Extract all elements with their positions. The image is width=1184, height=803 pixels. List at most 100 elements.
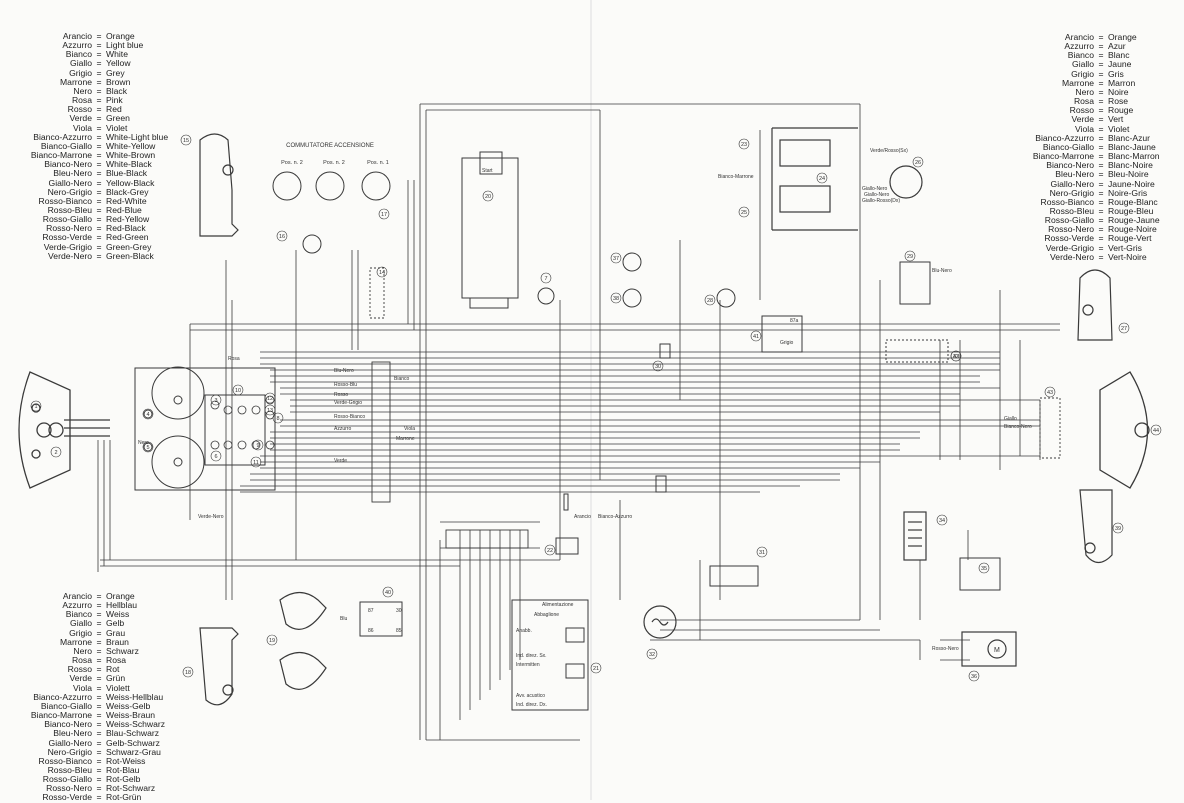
legend-row: Nero-Grigio=Schwarz-Grau	[4, 747, 165, 757]
legend-row: Rosso=Red	[4, 105, 168, 114]
legend-translation: Red-White	[106, 195, 147, 206]
legend-equals: =	[96, 95, 102, 106]
legend-row: Rosa=Rosa	[4, 655, 165, 665]
component-number-circle	[1112, 522, 1124, 534]
component-number-circle	[652, 360, 664, 372]
component-number: 36	[971, 674, 977, 680]
component-number: 38	[613, 296, 619, 302]
legend-equals: =	[1098, 251, 1104, 262]
legend-italian: Rosso-Bleu	[1049, 205, 1094, 216]
legend-translation: Bleu-Noire	[1108, 169, 1149, 180]
legend-italian: Bianco-Marrone	[30, 150, 92, 161]
component-number: 6	[214, 454, 217, 460]
legend-row: Rosso-Nero=Red-Black	[4, 224, 168, 233]
legend-italian: Verde	[69, 113, 92, 124]
legend-equals: =	[96, 774, 102, 785]
legend-row: Rosso=Rot	[4, 665, 165, 674]
misc-label: M	[994, 647, 1000, 654]
legend-translation: Brown	[106, 76, 131, 87]
legend-equals: =	[96, 140, 102, 151]
legend-equals: =	[1098, 160, 1104, 171]
flasher-unit	[511, 599, 589, 711]
legend-translation: Red-Yellow	[106, 214, 150, 225]
component-number: 7	[544, 276, 547, 282]
legend-translation: Red-Blue	[106, 204, 142, 215]
wire-label: Rosso-Blu	[334, 382, 357, 388]
legend-translation: Rouge	[1108, 105, 1134, 116]
legend-italian: Rosa	[1073, 96, 1094, 107]
starter-relay	[959, 557, 1001, 591]
legend-translation: Orange	[106, 31, 135, 41]
legend-row: Bianco-Giallo=Weiss-Gelb	[4, 701, 165, 711]
component-number: 22	[547, 548, 553, 554]
legend-translation: Vert-Noire	[1108, 251, 1147, 262]
legend-translation: White-Black	[106, 159, 152, 170]
legend-equals: =	[96, 636, 102, 647]
legend-equals: =	[96, 719, 102, 730]
battery	[903, 511, 927, 561]
legend-translation: Jaune	[1108, 59, 1132, 70]
legend-row: Verde-Nero=Green-Black	[4, 251, 168, 261]
wire-label: Rosso	[334, 392, 348, 398]
legend-italian: Bianco	[65, 49, 92, 60]
legend-row: Nero=Black	[4, 86, 168, 96]
legend-translation: Grün	[106, 673, 126, 684]
legend-translation: Rouge-Vert	[1108, 233, 1152, 244]
legend-row: Bianco-Nero=Weiss-Schwarz	[4, 720, 165, 729]
legend-italian: Bleu-Nero	[53, 728, 92, 739]
misc-label: 30	[396, 608, 402, 614]
legend-row: Bleu-Nero=Bleu-Noire	[1006, 170, 1160, 179]
legend-equals: =	[96, 728, 102, 739]
legend-equals: =	[1098, 233, 1104, 244]
legend-equals: =	[96, 755, 102, 766]
legend-row: Giallo-Nero=Gelb-Schwarz	[4, 738, 165, 748]
legend-row: Giallo=Gelb	[4, 619, 165, 628]
relay-label: Alimentazione	[542, 602, 574, 608]
component-number-circle	[1118, 322, 1130, 334]
legend-translation: Weiss-Schwarz	[106, 719, 166, 730]
legend-row: Rosa=Pink	[4, 95, 168, 106]
component-number-circle	[978, 562, 990, 574]
misc-label: 87	[368, 608, 374, 614]
component-number: 26	[915, 160, 921, 166]
component-number: 11	[253, 460, 259, 466]
legend-translation: Pink	[106, 95, 123, 106]
legend-translation: Rose	[1108, 96, 1129, 107]
legend-translation: Rot-Gelb	[106, 774, 141, 785]
legend-italian: Bleu-Nero	[53, 168, 92, 179]
component-number: 25	[741, 210, 747, 216]
legend-row: Verde=Green	[4, 114, 168, 123]
component-number: 4	[146, 412, 149, 418]
component-number: 1	[34, 404, 37, 410]
legend-equals: =	[1098, 105, 1104, 116]
legend-translation: Blanc	[1108, 50, 1130, 61]
legend-translation: Weiss	[106, 609, 130, 620]
legend-translation: Marron	[1108, 77, 1136, 88]
legend-row: Rosso-Bleu=Rot-Blau	[4, 765, 165, 775]
legend-translation: Violet	[1108, 123, 1130, 134]
legend-row: Giallo=Yellow	[4, 59, 168, 68]
component-number: 12	[267, 396, 273, 402]
legend-translation: Green-Grey	[106, 241, 152, 252]
component-number-circle	[540, 272, 552, 284]
legend-equals: =	[96, 122, 102, 133]
legend-italian: Azzurro	[62, 40, 92, 51]
legend-row: Verde=Grün	[4, 674, 165, 683]
legend-equals: =	[1098, 215, 1104, 226]
legend-italian: Rosso-Bianco	[1040, 196, 1095, 207]
wire-label: Giallo	[1004, 416, 1017, 422]
legend-italian: Rosso	[67, 664, 92, 675]
legend-translation: Weiss-Braun	[106, 710, 156, 721]
legend-translation: Green	[106, 113, 130, 124]
legend-row: Bianco-Marrone=White-Brown	[4, 150, 168, 161]
component-number-circle	[210, 450, 222, 462]
legend-translation: Rouge-Blanc	[1108, 196, 1158, 207]
misc-label: Verde/Rosso(Sx)	[870, 148, 908, 154]
legend-translation: Schwarz	[106, 645, 139, 656]
legend-italian: Rosso-Nero	[46, 783, 92, 794]
legend-equals: =	[96, 131, 102, 142]
legend-row: Bleu-Nero=Blau-Schwarz	[4, 729, 165, 738]
rear-right-blinker	[1079, 489, 1113, 564]
legend-italian: Azzurro	[1064, 41, 1094, 52]
legend-italian: Bianco-Marrone	[1032, 151, 1094, 162]
